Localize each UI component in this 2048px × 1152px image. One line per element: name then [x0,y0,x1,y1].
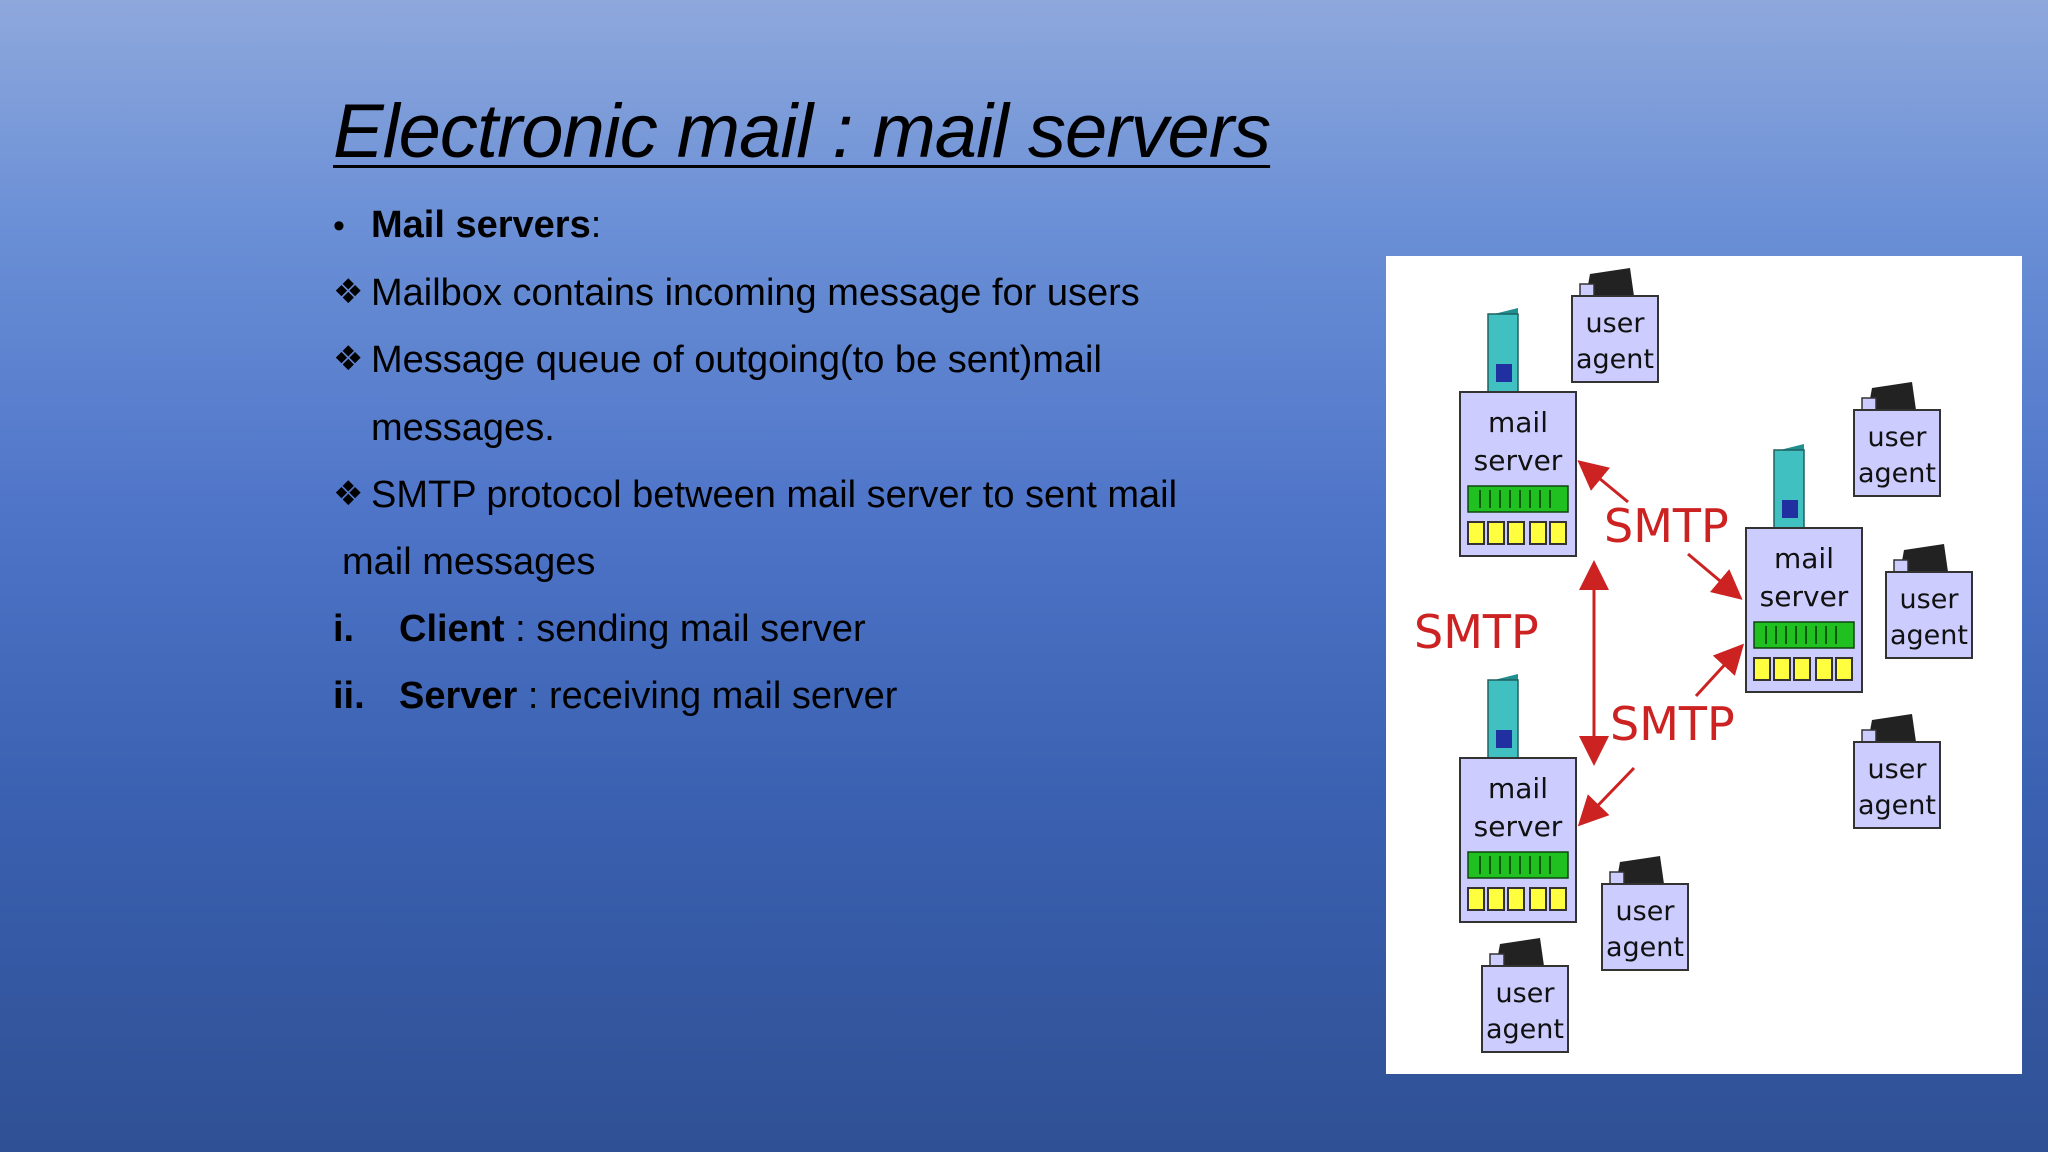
arrow-to-right-server [1687,552,1743,600]
list-marker-i: i. [333,608,355,650]
arrow-up-right [1694,643,1745,698]
term-client: Client [399,608,505,650]
agent-label: agent [1858,458,1936,489]
agent-label: agent [1890,620,1968,651]
user-agent-icon: user agent [1885,543,1973,659]
item-queue-line2: messages. [371,407,555,449]
item-mailbox: Mailbox contains incoming message for us… [371,272,1140,314]
list-marker-ii: ii. [333,675,365,717]
smtp-label-top: SMTP [1604,499,1729,553]
list-item-server: Server : receiving mail server [399,675,897,718]
agent-label: user [1868,422,1928,453]
smtp-label-left: SMTP [1414,605,1539,659]
user-agent-icon: user agent [1601,855,1689,971]
agent-label: user [1616,896,1676,927]
server-label: mail [1774,542,1834,575]
diamond-icon: ❖ [333,340,364,378]
server-label: mail [1488,406,1548,439]
diamond-icon: ❖ [333,273,364,311]
agent-label: agent [1486,1014,1564,1045]
item-queue-line1: Message queue of outgoing(to be sent)mai… [371,339,1102,381]
item-smtp-line2: mail messages [342,541,596,583]
item-smtp-line1: SMTP protocol between mail server to sen… [371,474,1178,516]
smtp-label-bottom: SMTP [1610,697,1735,751]
mail-server-icon: mail server [1459,673,1577,923]
diamond-icon: ❖ [333,475,364,513]
heading-line: Mail servers: [371,204,601,247]
mail-server-icon: mail server [1745,443,1863,693]
server-label: server [1474,444,1563,477]
agent-label: user [1586,308,1646,339]
arrow-to-bottom-server [1577,766,1636,827]
bullet-dot: • [333,207,345,245]
list-item-client: Client : sending mail server [399,608,866,651]
heading-bold: Mail servers [371,204,591,246]
mail-network-diagram: SMTP SMTP SMTP mail server mail server m… [1386,256,2022,1074]
server-label: mail [1488,772,1548,805]
agent-label: agent [1576,344,1654,375]
term-server: Server [399,675,518,717]
desc-server: : receiving mail server [517,675,898,717]
agent-label: agent [1606,932,1684,963]
user-agent-icon: user agent [1853,713,1941,829]
agent-label: user [1900,584,1960,615]
agent-label: user [1496,978,1556,1009]
bullet-line: • [333,204,345,247]
slide-title: Electronic mail : mail servers [333,89,1271,174]
user-agent-icon: user agent [1571,267,1659,383]
heading-colon: : [590,204,602,246]
agent-label: agent [1858,790,1936,821]
arrow-to-top-server [1577,460,1629,504]
server-label: server [1474,810,1563,843]
agent-label: user [1868,754,1928,785]
desc-client: : sending mail server [504,608,866,650]
user-agent-icon: user agent [1481,937,1569,1053]
user-agent-icon: user agent [1853,381,1941,497]
mail-server-icon: mail server [1459,307,1577,557]
server-label: server [1760,580,1849,613]
